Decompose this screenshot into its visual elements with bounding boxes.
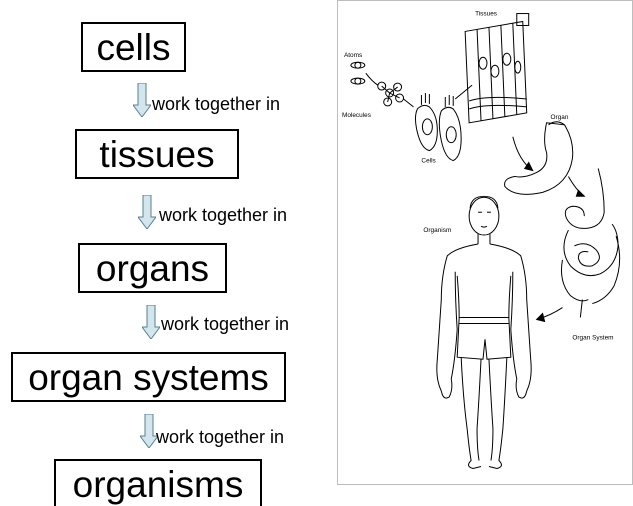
cell-icon [404,85,473,160]
level-label-cells: cells [96,29,170,66]
level-box-cells: cells [81,22,186,72]
level-label-organs: organs [96,250,209,287]
connector-label: work together in [152,94,280,115]
down-arrow-icon [142,305,160,339]
label-atoms: Atoms [344,52,362,59]
illustration-drawing: Atoms Molecules Cells Tissues Organ Orga… [338,1,632,484]
label-organ-system: Organ System [572,334,613,341]
tissue-icon [465,14,529,123]
level-box-tissues: tissues [75,129,239,179]
label-organ: Organ [551,114,569,121]
molecule-icon [366,73,404,106]
label-molecules: Molecules [342,112,371,119]
level-box-organ-systems: organ systems [11,352,286,402]
level-box-organisms: organisms [54,459,262,506]
biological-organization-illustration: Atoms Molecules Cells Tissues Organ Orga… [337,0,633,485]
flow-arrow-icon [568,176,584,196]
level-label-organ-systems: organ systems [28,359,269,396]
level-label-tissues: tissues [99,136,214,173]
level-label-organisms: organisms [73,466,244,503]
stomach-icon [505,122,573,195]
flow-arrow-icon [513,137,533,171]
down-arrow-icon [138,195,156,229]
label-organism: Organism [423,227,451,234]
connector-label: work together in [161,314,289,335]
down-arrow-icon [133,83,151,117]
atom-icon [351,62,365,84]
connector-label: work together in [156,427,284,448]
label-tissues: Tissues [475,11,497,18]
level-box-organs: organs [78,243,227,293]
digestive-system-icon [561,169,619,318]
human-figure-icon [437,196,531,468]
connector-label: work together in [159,205,287,226]
flow-arrow-icon [537,308,563,322]
label-cells: Cells [421,158,435,165]
